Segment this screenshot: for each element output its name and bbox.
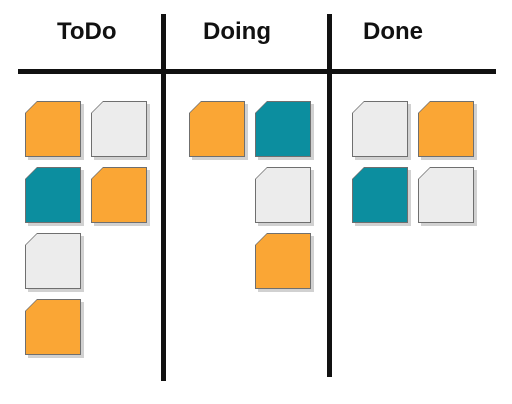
kanban-card-todo-orange[interactable]	[25, 299, 81, 355]
card-fill	[419, 102, 473, 156]
card-fill	[353, 168, 407, 222]
column-title-todo: ToDo	[57, 18, 117, 45]
kanban-card-done-teal[interactable]	[352, 167, 408, 223]
card-fill	[92, 168, 146, 222]
kanban-card-done-gray[interactable]	[418, 167, 474, 223]
card-fill	[92, 102, 146, 156]
card-fill	[256, 102, 310, 156]
column-divider-1	[161, 14, 166, 381]
kanban-card-doing-orange[interactable]	[255, 233, 311, 289]
card-fill	[256, 168, 310, 222]
kanban-card-todo-orange[interactable]	[25, 101, 81, 157]
column-title-done: Done	[363, 18, 423, 45]
card-fill	[26, 102, 80, 156]
card-fill	[256, 234, 310, 288]
kanban-card-todo-gray[interactable]	[25, 233, 81, 289]
card-fill	[26, 234, 80, 288]
card-fill	[26, 300, 80, 354]
kanban-card-done-orange[interactable]	[418, 101, 474, 157]
kanban-card-doing-orange[interactable]	[189, 101, 245, 157]
kanban-card-doing-gray[interactable]	[255, 167, 311, 223]
card-fill	[190, 102, 244, 156]
column-divider-2	[327, 14, 332, 377]
kanban-card-todo-teal[interactable]	[25, 167, 81, 223]
column-title-doing: Doing	[203, 18, 271, 45]
kanban-card-todo-orange[interactable]	[91, 167, 147, 223]
kanban-card-todo-gray[interactable]	[91, 101, 147, 157]
header-divider	[18, 69, 496, 74]
card-fill	[419, 168, 473, 222]
kanban-card-doing-teal[interactable]	[255, 101, 311, 157]
card-fill	[353, 102, 407, 156]
kanban-card-done-gray[interactable]	[352, 101, 408, 157]
card-fill	[26, 168, 80, 222]
